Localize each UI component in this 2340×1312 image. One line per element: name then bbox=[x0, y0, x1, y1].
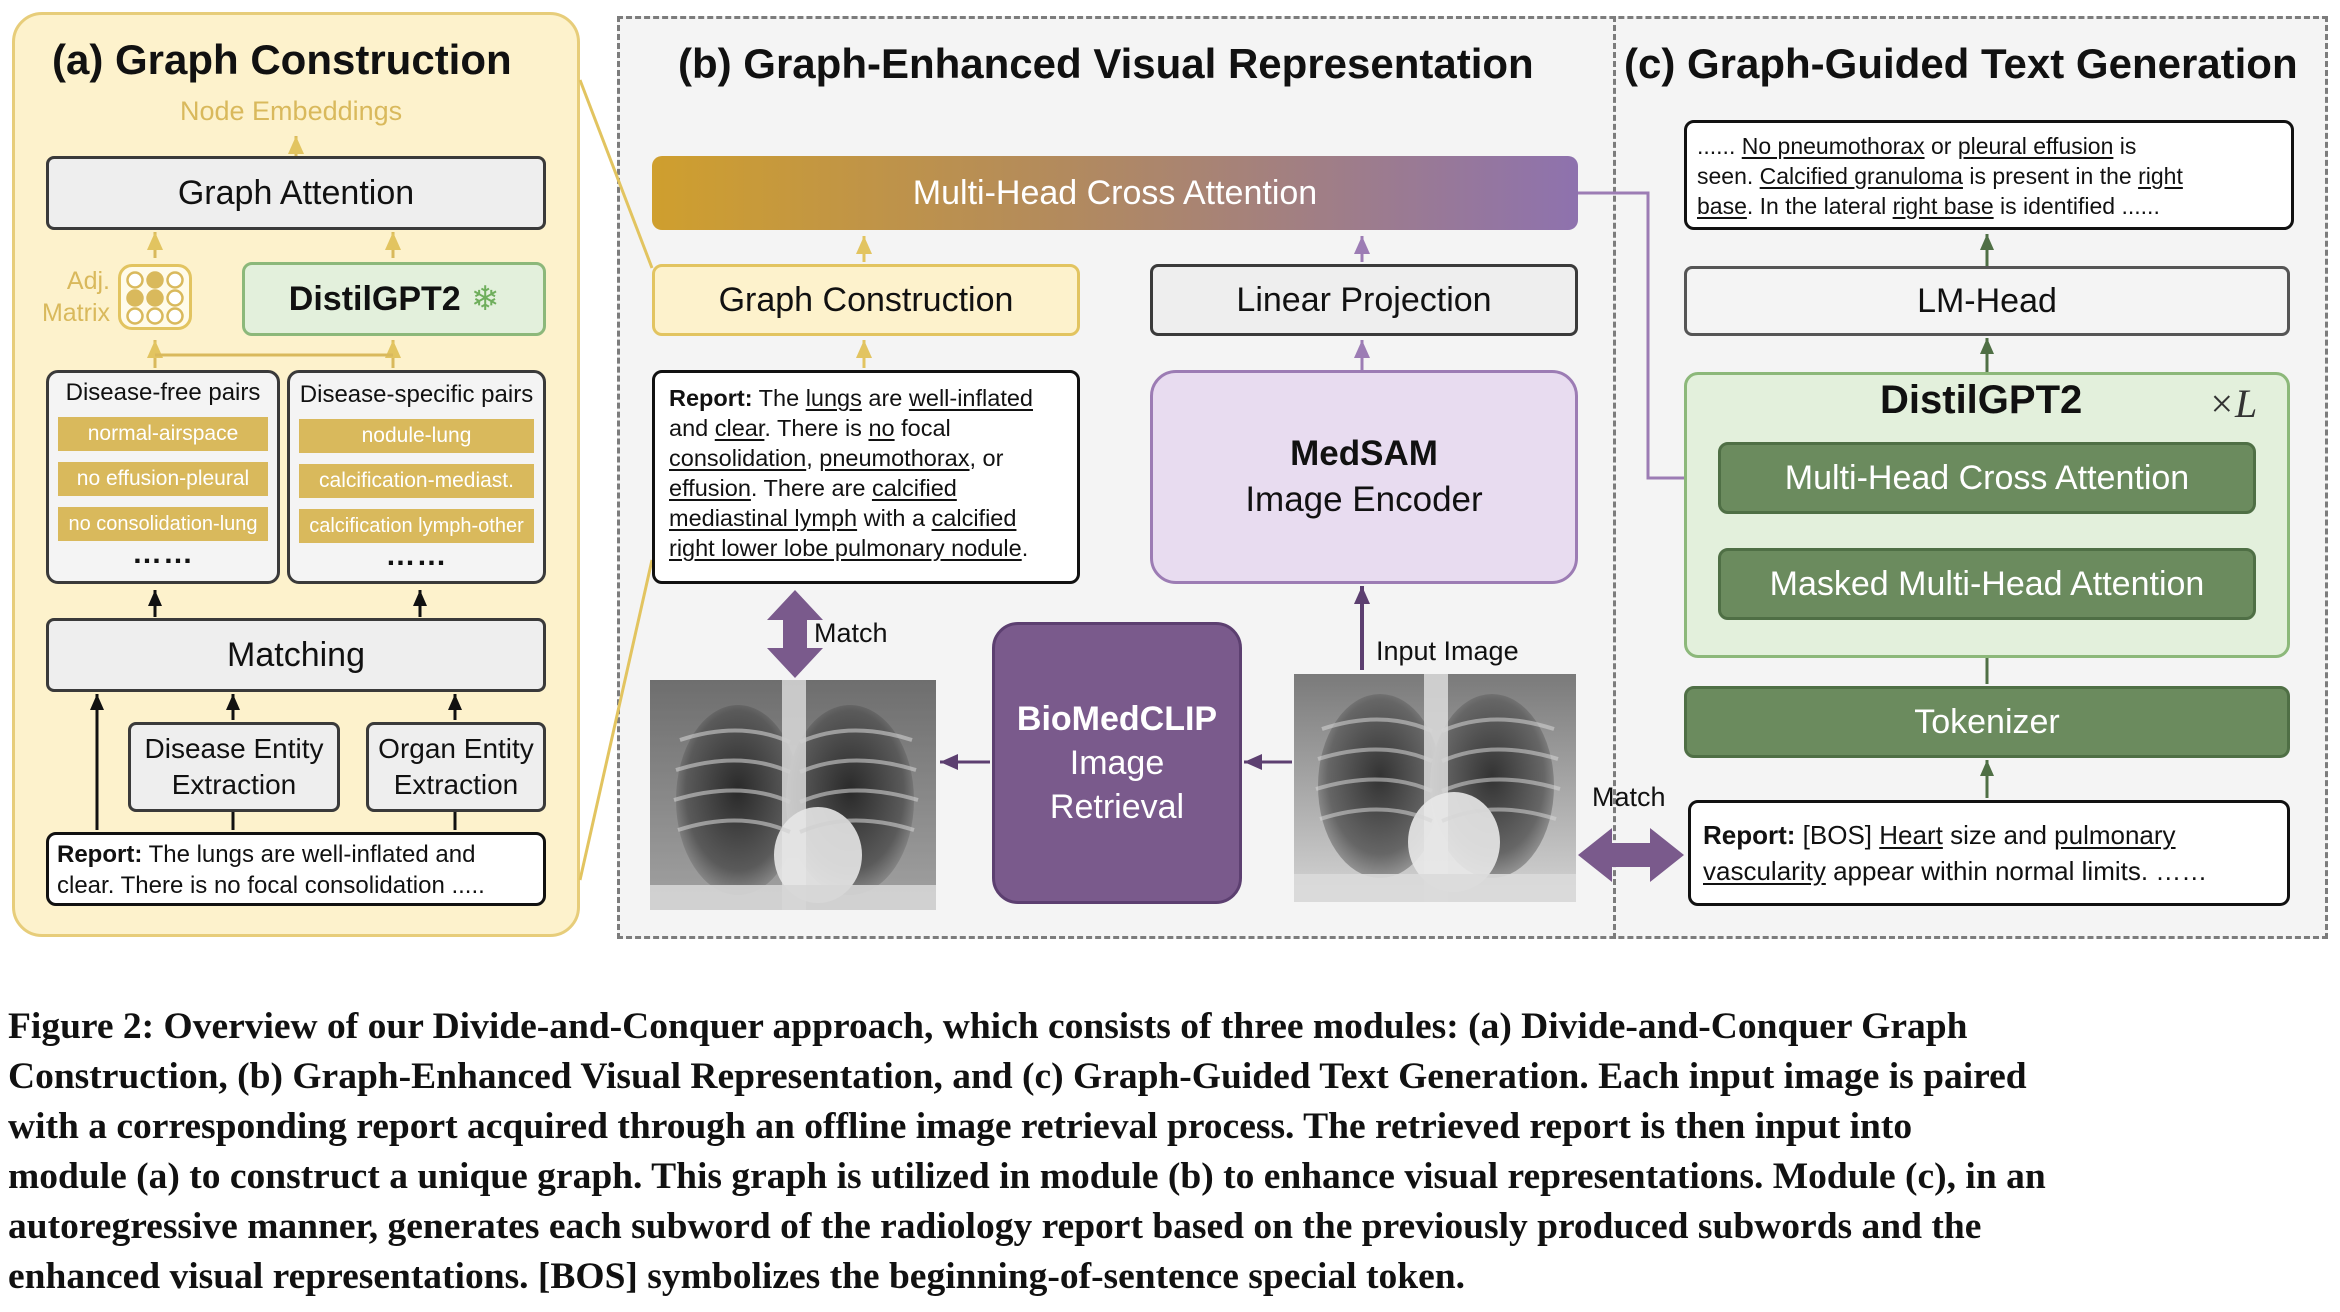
report-word: Heart bbox=[1879, 820, 1943, 850]
caption-line: autoregressive manner, generates each su… bbox=[8, 1206, 1982, 1247]
multi-head-cross-attention-bar: Multi-Head Cross Attention bbox=[652, 156, 1578, 230]
cross-attention-layer-box: Multi-Head Cross Attention bbox=[1718, 442, 2256, 514]
disease-entity-extraction-box: Disease Entity Extraction bbox=[128, 722, 340, 812]
pair-pill: no effusion-pleural bbox=[58, 462, 268, 496]
disease-specific-pairs-box: Disease-specific pairs nodule-lung calci… bbox=[287, 370, 546, 584]
more-pairs-ellipsis: …… bbox=[132, 537, 194, 570]
retrieved-report-box: Report: The lungs are well-inflated and … bbox=[652, 370, 1080, 584]
report-word: pulmonary bbox=[2054, 820, 2176, 850]
image-encoder-label: Image Encoder bbox=[1245, 480, 1483, 519]
graph-attention-box: Graph Attention bbox=[46, 156, 546, 230]
caption-line: with a corresponding report acquired thr… bbox=[8, 1106, 1913, 1147]
medsam-image-encoder-box: MedSAM Image Encoder bbox=[1150, 370, 1578, 584]
adj-matrix-line1: Adj. bbox=[66, 267, 110, 295]
figure-caption: Figure 2: Overview of our Divide-and-Con… bbox=[8, 1002, 2332, 1302]
pair-pill: nodule-lung bbox=[299, 419, 534, 453]
panel-a-title: (a) Graph Construction bbox=[52, 36, 512, 83]
adjacency-matrix-icon bbox=[118, 264, 192, 330]
panel-a-report-box: Report: The lungs are well-inflated and … bbox=[46, 832, 546, 906]
caption-line: Construction, (b) Graph-Enhanced Visual … bbox=[8, 1056, 2027, 1097]
panel-c-title: (c) Graph-Guided Text Generation bbox=[1624, 40, 2298, 87]
report-line2: clear. There is no focal consolidation .… bbox=[57, 872, 485, 899]
report-word: size and bbox=[1950, 820, 2047, 850]
pair-pill: calcification lymph-other bbox=[299, 509, 534, 543]
caption-line: enhanced visual representations. [BOS] s… bbox=[8, 1256, 1465, 1297]
matching-box: Matching bbox=[46, 618, 546, 692]
adj-matrix-label: Adj. Matrix bbox=[28, 265, 110, 329]
disease-free-pairs-box: Disease-free pairs normal-airspace no ef… bbox=[46, 370, 280, 584]
biomedclip-label: BioMedCLIP bbox=[1016, 700, 1218, 738]
adj-matrix-line2: Matrix bbox=[41, 299, 110, 327]
bos-token: [BOS] bbox=[1802, 820, 1873, 850]
medsam-label: MedSAM bbox=[1290, 434, 1438, 473]
retrieved-xray-image bbox=[650, 680, 936, 910]
disease-entity-line2: Extraction bbox=[171, 769, 297, 800]
match-label-b: Match bbox=[814, 618, 888, 648]
pair-pill: no consolidation-lung bbox=[58, 507, 268, 541]
input-report-box: Report: [BOS] Heart size and pulmonary v… bbox=[1688, 800, 2290, 906]
report-word: vascularity bbox=[1703, 856, 1826, 886]
biomedclip-image-retrieval-box: BioMedCLIP Image Retrieval bbox=[992, 622, 1242, 904]
masked-attention-layer-box: Masked Multi-Head Attention bbox=[1718, 548, 2256, 620]
distilgpt2-frozen-box: DistilGPT2 ❄ bbox=[242, 262, 546, 336]
input-image-label: Input Image bbox=[1376, 636, 1519, 666]
distilgpt2-block-title: DistilGPT2 bbox=[1880, 378, 2083, 422]
caption-line: Figure 2: Overview of our Divide-and-Con… bbox=[8, 1006, 1968, 1047]
organ-entity-line2: Extraction bbox=[393, 769, 519, 800]
retrieval-label: Retrieval bbox=[1049, 788, 1185, 826]
lm-head-box: LM-Head bbox=[1684, 266, 2290, 336]
panel-divider bbox=[1613, 16, 1616, 939]
layer-count-label: ×L bbox=[2208, 381, 2258, 426]
caption-line: module (a) to construct a unique graph. … bbox=[8, 1156, 2046, 1197]
node-embeddings-label: Node Embeddings bbox=[180, 96, 403, 126]
more-pairs-ellipsis: …… bbox=[385, 539, 448, 572]
report-label: Report: bbox=[57, 841, 143, 868]
report-label: Report: bbox=[1703, 820, 1796, 850]
graph-construction-box: Graph Construction bbox=[652, 264, 1080, 336]
report-word: appear within normal limits. …… bbox=[1833, 856, 2208, 886]
input-xray-image bbox=[1294, 674, 1576, 902]
tokenizer-box: Tokenizer bbox=[1684, 686, 2290, 758]
organ-entity-line1: Organ Entity bbox=[378, 733, 534, 764]
distilgpt2-label: DistilGPT2 bbox=[288, 279, 461, 318]
pair-pill: normal-airspace bbox=[58, 417, 268, 451]
generated-report-box: ...... No pneumothorax or pleural effusi… bbox=[1684, 120, 2294, 230]
linear-projection-box: Linear Projection bbox=[1150, 264, 1578, 336]
report-label: Report: bbox=[669, 385, 753, 411]
match-label-c: Match bbox=[1592, 782, 1666, 812]
image-word-label: Image bbox=[1069, 744, 1165, 782]
disease-entity-line1: Disease Entity bbox=[144, 733, 324, 764]
disease-free-pairs-title: Disease-free pairs bbox=[65, 379, 261, 406]
disease-specific-pairs-title: Disease-specific pairs bbox=[299, 381, 534, 408]
pair-pill: calcification-mediast. bbox=[299, 464, 534, 498]
snowflake-icon: ❄ bbox=[470, 280, 500, 318]
organ-entity-extraction-box: Organ Entity Extraction bbox=[366, 722, 546, 812]
panel-b-title: (b) Graph-Enhanced Visual Representation bbox=[678, 40, 1534, 87]
report-line1: The lungs are well-inflated and bbox=[148, 841, 476, 868]
